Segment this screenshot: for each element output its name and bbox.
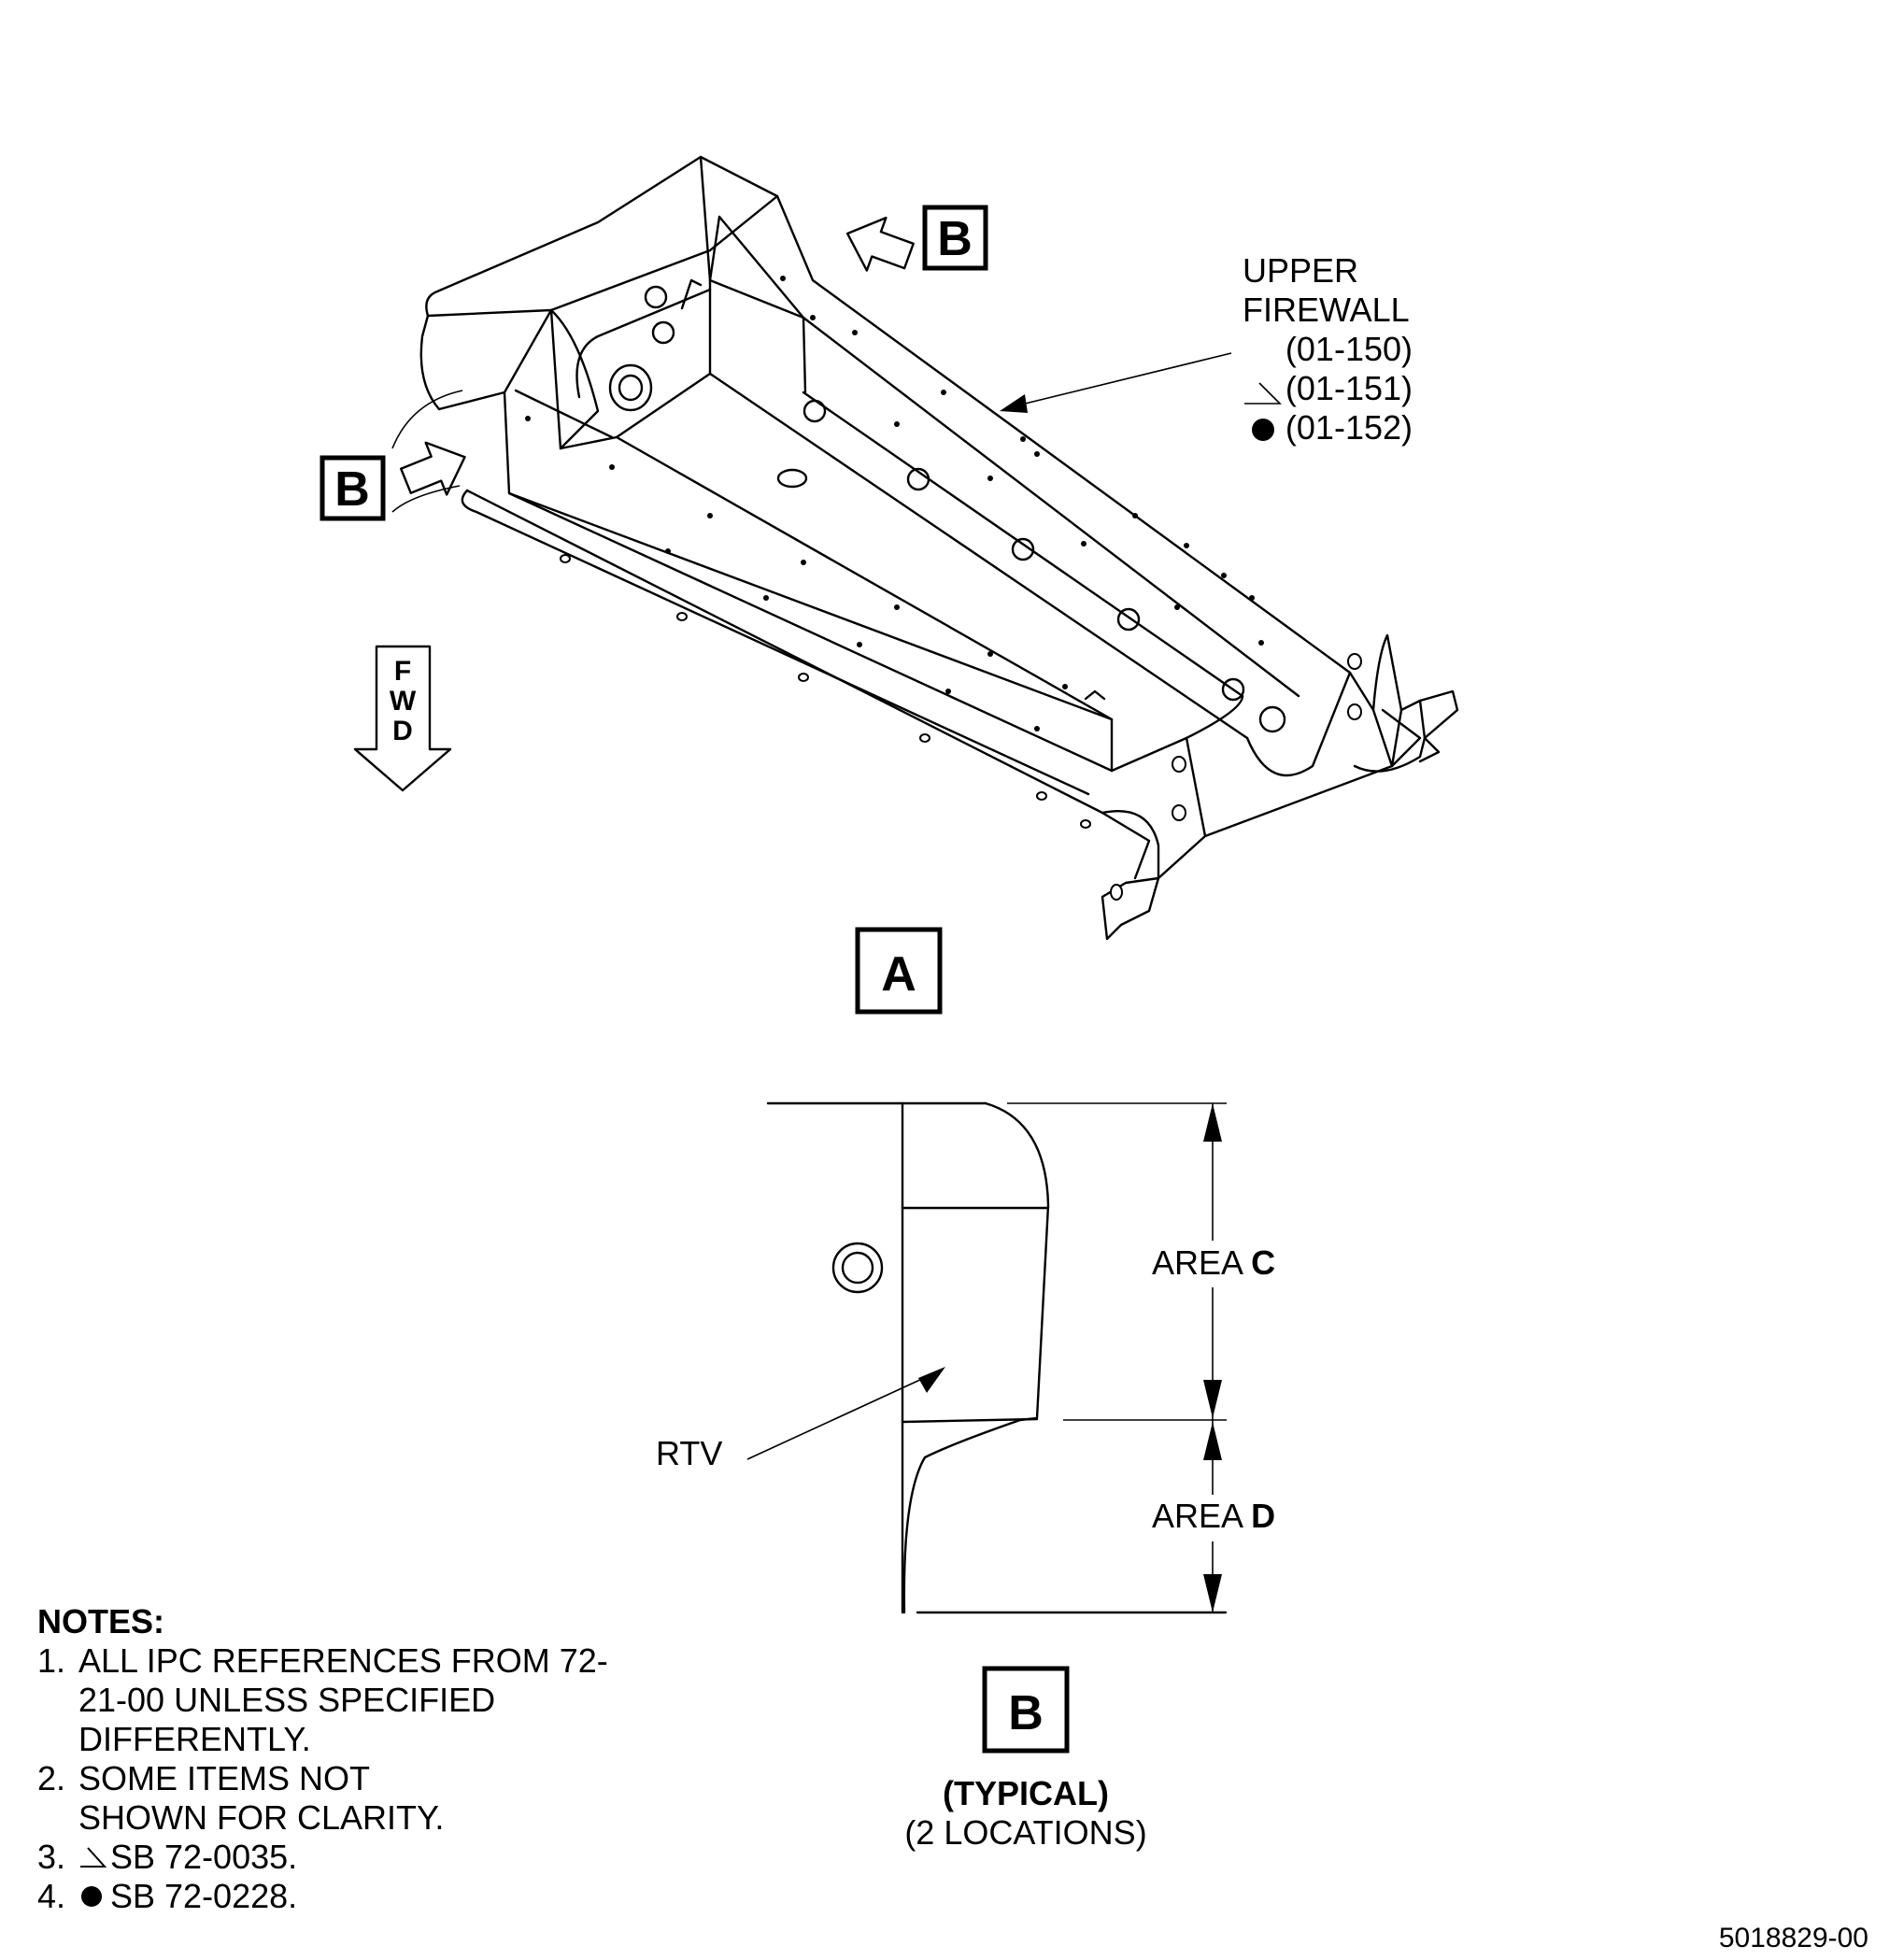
svg-text:A: A [881,947,916,1001]
area-c-label: AREA C [1152,1243,1275,1282]
svg-text:W: W [390,686,417,717]
note-item: 3. SB 72-0035. [37,1838,298,1877]
rtv-leader [746,1372,935,1460]
svg-text:F: F [394,656,411,687]
svg-text:B: B [1008,1686,1044,1740]
bolt-heads [644,285,1286,733]
svg-text:(01-150): (01-150) [1285,330,1413,368]
rtv-label: RTV [656,1434,722,1472]
notes-title: NOTES: [37,1602,165,1640]
upper-firewall-leader [1013,352,1232,407]
svg-text:(01-151): (01-151) [1285,369,1413,407]
svg-text:FIREWALL: FIREWALL [1243,291,1410,329]
rivet-dots [525,276,1264,731]
sb-triangle-icon [78,1838,110,1877]
svg-text:B: B [334,462,370,517]
view-b-detail [766,1101,1228,1614]
sb-dot-icon [78,1877,110,1916]
note-item: 1. ALL IPC REFERENCES FROM 72-21-00 UNLE… [37,1641,608,1758]
fwd-direction-arrow: F W D [353,645,452,792]
drawing-number: 5018829-00 [1718,1923,1868,1953]
typical-label: (TYPICAL) [943,1774,1109,1812]
svg-text:UPPER: UPPER [1243,251,1358,290]
notes-block: NOTES: 1. ALL IPC REFERENCES FROM 72-21-… [37,1602,635,1916]
view-b-callout-top: B [922,205,988,271]
view-b-arrow-top [845,216,915,272]
flange-holes [560,554,1362,901]
locations-label: (2 LOCATIONS) [904,1813,1146,1852]
upper-firewall-callout: UPPER FIREWALL (01-150) (01-151) (01-152… [1243,251,1413,447]
note-item: 4. SB 72-0228. [37,1877,298,1916]
svg-text:D: D [392,716,413,746]
svg-text:B: B [937,212,973,266]
view-b-label: B [982,1666,1070,1754]
view-a-assembly [419,155,1459,941]
area-d-label: AREA D [1152,1497,1275,1535]
sb-dot-icon [1252,419,1274,441]
sb-triangle-icon [1244,382,1282,405]
svg-text:(01-152): (01-152) [1285,408,1413,447]
view-a-label: A [855,927,943,1015]
view-b-arrow-left [400,441,466,496]
note-item: 2. SOME ITEMS NOT SHOWN FOR CLARITY. [37,1759,445,1837]
view-b-callout-left: B [320,455,386,521]
